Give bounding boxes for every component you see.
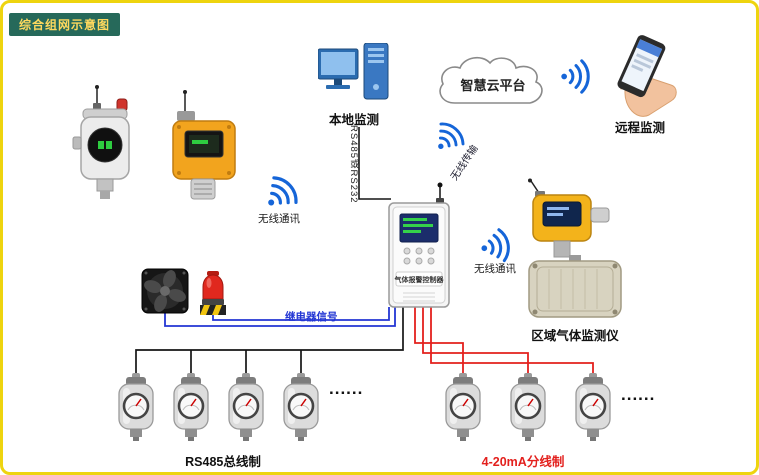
bus-detector-2 (167, 371, 215, 446)
ellipsis-left: ...... (329, 379, 364, 398)
area-monitor-label: 区域气体监测仪 (531, 329, 619, 343)
bus-detector-3 (222, 371, 270, 446)
wifi-icon (553, 58, 596, 96)
wire-rs485-bus (135, 307, 404, 375)
local-monitor-label: 本地监测 (328, 113, 379, 127)
local-monitor-computer (317, 42, 393, 112)
wire-420ma-2 (422, 307, 529, 375)
wire-420ma-1 (414, 307, 464, 375)
wire-relay-fan (164, 307, 396, 327)
fixed-gas-detector-orange (163, 89, 253, 216)
rs485-bus-label: RS485总线制 (185, 455, 261, 469)
area-detector-head (523, 178, 618, 271)
ellipsis-right: ...... (621, 385, 656, 404)
bus-detector-1 (112, 371, 160, 446)
remote-monitor-label: 远程监测 (614, 121, 665, 135)
controller-label: 气体报警控制器 (394, 277, 444, 284)
remote-monitor-phone (599, 31, 679, 124)
diagram-title-badge: 综合组网示意图 (9, 13, 121, 36)
wiring-layer (135, 127, 594, 375)
wire-420ma-3 (430, 307, 594, 375)
wireless-comm-left-label: 无线通讯 (258, 213, 300, 225)
area-detector-enclosure (525, 255, 625, 328)
alarm-beacon (197, 269, 229, 322)
analog-detector-3 (569, 371, 617, 446)
analog-branch-label: 4-20mA分线制 (481, 455, 565, 469)
wireless-comm-right-label: 无线通讯 (474, 263, 516, 275)
bus-detector-4 (277, 371, 325, 446)
wire-rs485-rs232 (358, 127, 391, 200)
exhaust-fan (140, 267, 190, 320)
fixed-gas-detector-white (69, 83, 154, 216)
wire-relay-alarm (212, 307, 390, 321)
analog-detector-2 (504, 371, 552, 446)
cloud-platform-label: 智慧云平台 (460, 78, 526, 93)
gas-alarm-controller (383, 181, 458, 318)
rs485-rs232-label: RS485或RS232 (348, 125, 359, 204)
cloud-platform: 智慧云平台 (433, 53, 553, 113)
analog-detector-1 (439, 371, 487, 446)
relay-signal-label: 继电器信号 (285, 311, 338, 323)
